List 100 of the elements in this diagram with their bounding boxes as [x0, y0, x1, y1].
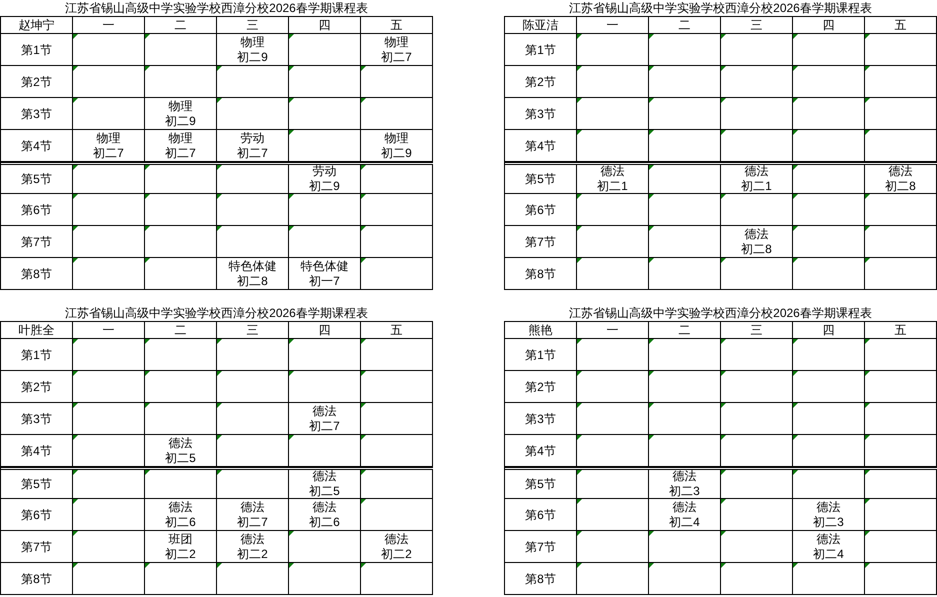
period-label: 第5节: [525, 172, 556, 186]
course-name: 物理: [240, 34, 264, 50]
period-label: 第8节: [525, 572, 556, 586]
period-label: 第6节: [21, 202, 52, 216]
period-label: 第6节: [21, 508, 52, 522]
period-label: 第7节: [21, 234, 52, 248]
weekday-header: 一: [606, 323, 618, 337]
class-name: 初二8: [741, 242, 772, 256]
weekday-header: 四: [318, 18, 330, 32]
period-label: 第4节: [525, 138, 556, 152]
period-label: 第2节: [21, 74, 52, 88]
course-name: 德法: [168, 500, 192, 514]
course-name: 物理: [96, 130, 120, 146]
class-name: 初二7: [309, 418, 340, 434]
course-name: 德法: [312, 404, 336, 418]
teacher-name: 赵坤宁: [18, 18, 54, 32]
weekday-header: 三: [246, 323, 258, 337]
course-name: 德法: [672, 469, 696, 484]
class-name: 初二5: [309, 484, 340, 499]
weekday-header: 四: [822, 323, 834, 337]
period-label: 第6节: [525, 202, 556, 216]
period-label: 第7节: [525, 234, 556, 248]
weekday-header: 五: [894, 18, 906, 32]
class-name: 初二8: [237, 274, 268, 288]
class-name: 初二7: [237, 514, 268, 530]
period-label: 第5节: [525, 477, 556, 491]
period-label: 第2节: [525, 380, 556, 394]
course-name: 物理: [168, 130, 192, 146]
course-name: 劳动: [312, 164, 336, 179]
weekday-header: 四: [822, 18, 834, 32]
class-name: 初二9: [381, 146, 412, 160]
course-name: 德法: [816, 500, 840, 514]
class-name: 初二3: [813, 514, 844, 530]
course-name: 德法: [672, 500, 696, 514]
weekday-header: 五: [390, 323, 402, 337]
period-label: 第8节: [21, 572, 52, 586]
weekday-header: 一: [102, 323, 114, 337]
course-name: 德法: [240, 500, 264, 514]
course-name: 德法: [600, 164, 624, 179]
class-name: 初二7: [165, 146, 196, 160]
period-label: 第4节: [21, 444, 52, 458]
course-name: 德法: [384, 532, 408, 546]
period-label: 第1节: [525, 42, 556, 56]
course-name: 德法: [816, 532, 840, 546]
teacher-name: 熊艳: [528, 323, 552, 337]
teacher-name: 陈亚洁: [522, 18, 558, 32]
period-label: 第4节: [525, 444, 556, 458]
period-label: 第8节: [525, 266, 556, 280]
course-name: 班团: [168, 532, 192, 546]
class-name: 初二7: [93, 146, 124, 160]
weekday-header: 二: [678, 18, 690, 32]
course-name: 德法: [312, 500, 336, 514]
class-name: 初二4: [813, 546, 844, 562]
class-name: 初二8: [885, 179, 916, 194]
course-name: 特色体健: [228, 258, 276, 274]
course-name: 特色体健: [300, 258, 348, 274]
table-title: 江苏省锡山高级中学实验学校西漳分校2026春学期课程表: [569, 0, 872, 16]
class-name: 初二3: [669, 484, 700, 499]
period-label: 第7节: [525, 540, 556, 554]
class-name: 初二9: [309, 179, 340, 194]
period-label: 第3节: [21, 412, 52, 426]
class-name: 初二2: [381, 546, 412, 562]
period-label: 第6节: [525, 508, 556, 522]
class-name: 初二1: [597, 179, 628, 194]
weekday-header: 二: [174, 323, 186, 337]
period-label: 第7节: [21, 540, 52, 554]
teacher-name: 叶胜全: [18, 323, 54, 337]
period-label: 第3节: [525, 412, 556, 426]
class-name: 初二9: [237, 50, 268, 64]
weekday-header: 一: [102, 18, 114, 32]
period-label: 第8节: [21, 266, 52, 280]
course-name: 德法: [744, 164, 768, 179]
class-name: 初二7: [381, 50, 412, 64]
course-name: 德法: [168, 436, 192, 450]
weekday-header: 二: [174, 18, 186, 32]
period-label: 第4节: [21, 138, 52, 152]
class-name: 初二6: [165, 514, 196, 530]
class-name: 初二7: [237, 146, 268, 160]
class-name: 初二9: [165, 114, 196, 128]
weekday-header: 四: [318, 323, 330, 337]
weekday-header: 一: [606, 18, 618, 32]
course-name: 德法: [744, 226, 768, 242]
class-name: 初二2: [165, 546, 196, 562]
period-label: 第1节: [525, 348, 556, 362]
course-name: 劳动: [240, 130, 264, 146]
period-label: 第3节: [21, 106, 52, 120]
period-label: 第3节: [525, 106, 556, 120]
course-name: 物理: [168, 98, 192, 114]
weekday-header: 二: [678, 323, 690, 337]
class-name: 初二6: [309, 514, 340, 530]
weekday-header: 三: [750, 18, 762, 32]
class-name: 初二5: [165, 450, 196, 466]
class-name: 初二4: [669, 514, 700, 530]
course-name: 德法: [240, 532, 264, 546]
weekday-header: 五: [390, 18, 402, 32]
period-label: 第5节: [21, 172, 52, 186]
period-label: 第1节: [21, 348, 52, 362]
period-label: 第1节: [21, 42, 52, 56]
class-name: 初二1: [741, 179, 772, 194]
course-name: 德法: [312, 469, 336, 484]
